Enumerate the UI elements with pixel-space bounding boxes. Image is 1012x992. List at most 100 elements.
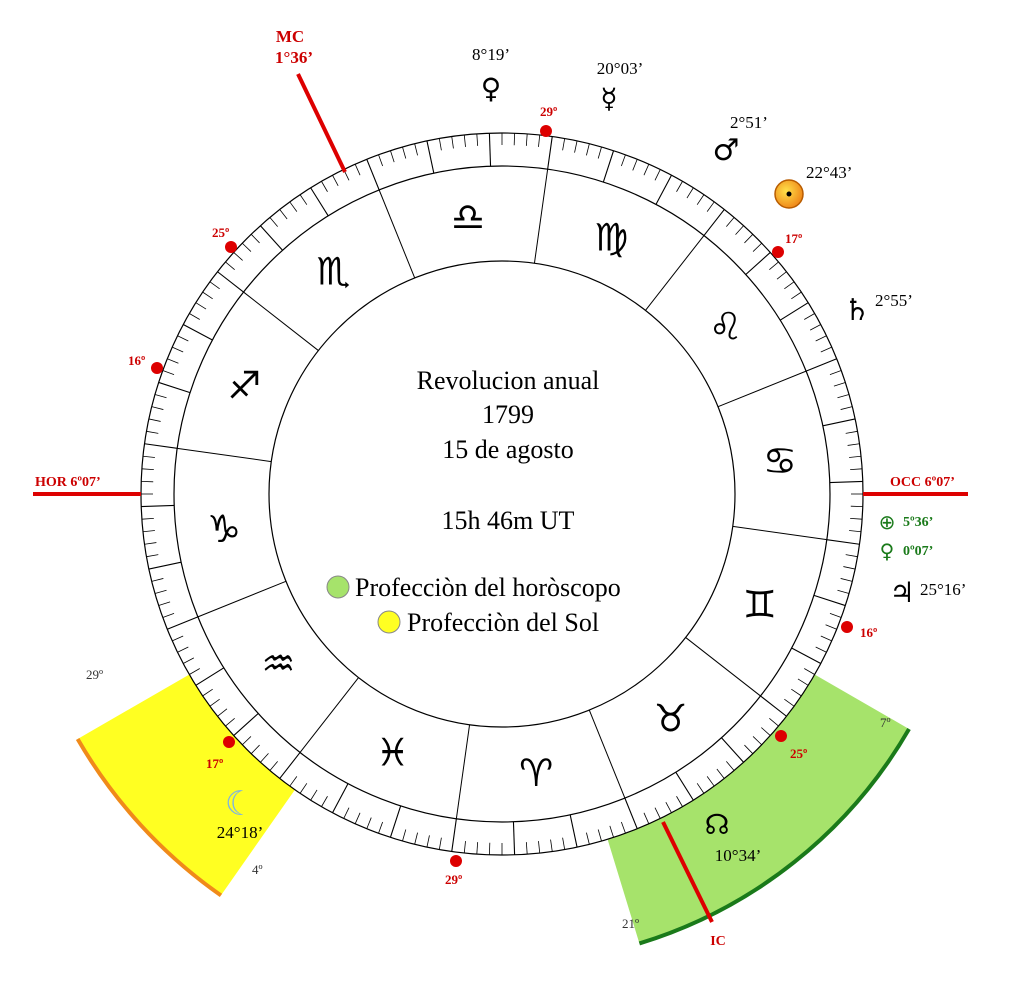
degree-tick xyxy=(843,566,856,570)
degree-tick xyxy=(414,143,418,156)
degree-tick xyxy=(726,761,735,771)
mc-axis-line xyxy=(296,73,347,173)
degree-tick xyxy=(675,771,694,801)
degree-tick xyxy=(225,261,235,270)
degree-tick xyxy=(299,194,308,205)
degree-tick xyxy=(602,150,615,183)
degree-tick xyxy=(850,517,863,520)
fortune-icon: ⊕ xyxy=(879,510,896,534)
sign-glyph: ♒ xyxy=(261,642,295,686)
mars-degree: 2°51’ xyxy=(730,113,768,132)
degree-tick xyxy=(426,835,430,848)
degree-tick xyxy=(624,797,638,829)
degree-tick xyxy=(752,736,762,746)
cusp-marker-label: 29º xyxy=(540,104,557,119)
sign-divider xyxy=(243,291,319,351)
degree-tick xyxy=(154,589,167,594)
degree-tick xyxy=(833,382,846,387)
degree-tick xyxy=(141,504,175,508)
degree-tick xyxy=(332,175,339,187)
degree-tick xyxy=(195,302,207,310)
node-position: ☊ 10°34’ xyxy=(705,808,762,865)
mars-position: ♂ 2°51’ xyxy=(713,113,768,168)
degree-tick xyxy=(321,181,328,192)
degree-tick xyxy=(144,443,178,449)
degree-tick xyxy=(202,291,213,300)
degree-tick xyxy=(760,695,787,717)
chart-date: 15 de agosto xyxy=(442,435,573,464)
moon-degree: 24°18’ xyxy=(217,823,263,842)
fortune-degree: 5º36’ xyxy=(903,515,933,530)
sign-glyph: ♐ xyxy=(227,364,261,408)
venus-position: 8°19’ ♀ xyxy=(472,45,510,105)
moon-position: ☾ 24°18’ xyxy=(217,784,263,842)
degree-tick xyxy=(829,480,863,484)
venus-icon: ♀ xyxy=(481,72,502,105)
degree-tick xyxy=(696,194,705,205)
degree-tick xyxy=(840,578,853,582)
degree-tick xyxy=(676,181,683,192)
degree-tick xyxy=(172,635,184,642)
degree-tick xyxy=(791,291,802,300)
degree-tick xyxy=(809,324,821,331)
degree-tick xyxy=(426,140,435,174)
cusp-marker-label: 25º xyxy=(212,225,229,240)
degree-tick xyxy=(189,313,200,320)
sign-divider xyxy=(685,637,761,697)
degree-tick xyxy=(538,841,541,854)
sign-divider xyxy=(717,370,807,408)
degree-tick xyxy=(438,138,442,151)
degree-tick xyxy=(476,133,479,146)
cusp-marker-label: 16º xyxy=(860,625,877,640)
degree-tick xyxy=(217,708,228,717)
degree-tick xyxy=(837,589,850,594)
degree-tick xyxy=(463,134,466,147)
degree-tick xyxy=(847,443,860,446)
legend-swatch-horoscope xyxy=(326,575,350,599)
degree-tick xyxy=(826,539,860,545)
degree-tick xyxy=(825,624,837,630)
degree-tick xyxy=(202,688,213,697)
mercury-icon: ☿ xyxy=(600,82,617,115)
degree-tick xyxy=(195,667,225,686)
degree-tick xyxy=(162,612,175,618)
cusp-marker xyxy=(223,736,235,748)
venus-minor-icon: ♀ xyxy=(880,539,895,563)
mercury-position: 20°03’ ☿ xyxy=(597,59,643,115)
cusp-marker xyxy=(540,125,552,137)
degree-tick xyxy=(820,346,832,353)
sign-glyph: ♈ xyxy=(519,751,553,795)
chart-year: 1799 xyxy=(482,400,534,429)
cusp-marker-label: 16º xyxy=(128,353,145,368)
degree-tick xyxy=(233,713,259,736)
cusp-markers: 29º 17º 16º 25º 29º 17º 16º 25º xyxy=(128,104,877,887)
degree-tick xyxy=(784,281,795,290)
degree-tick xyxy=(148,418,161,422)
degree-tick xyxy=(279,209,288,220)
degree-tick xyxy=(321,796,328,807)
cusp-marker xyxy=(841,621,853,633)
mercury-degree: 20°03’ xyxy=(597,59,643,78)
degree-tick xyxy=(752,242,762,252)
degree-tick xyxy=(829,612,842,618)
degree-tick xyxy=(332,783,349,814)
degree-tick xyxy=(141,517,154,520)
sun-degree: 22°43’ xyxy=(806,163,852,182)
legend-label-horoscope: Profecciòn del horòscopo xyxy=(355,573,621,602)
degree-tick xyxy=(242,242,252,252)
degree-tick xyxy=(620,154,626,167)
sign-divider xyxy=(533,169,549,264)
sun-icon-dot xyxy=(786,191,792,197)
degree-tick xyxy=(632,159,638,171)
degree-tick xyxy=(310,187,329,217)
degree-tick xyxy=(744,234,754,244)
degree-tick xyxy=(451,136,454,149)
degree-tick xyxy=(476,842,479,855)
degree-tick xyxy=(279,752,301,779)
degree-tick xyxy=(525,133,528,146)
degree-tick xyxy=(525,842,528,855)
sign-glyph: ♊ xyxy=(743,582,777,626)
degree-tick xyxy=(182,324,213,341)
legend: Profecciòn del horòscopo Profecciòn del … xyxy=(326,573,621,637)
sign-glyph: ♋ xyxy=(763,439,797,483)
